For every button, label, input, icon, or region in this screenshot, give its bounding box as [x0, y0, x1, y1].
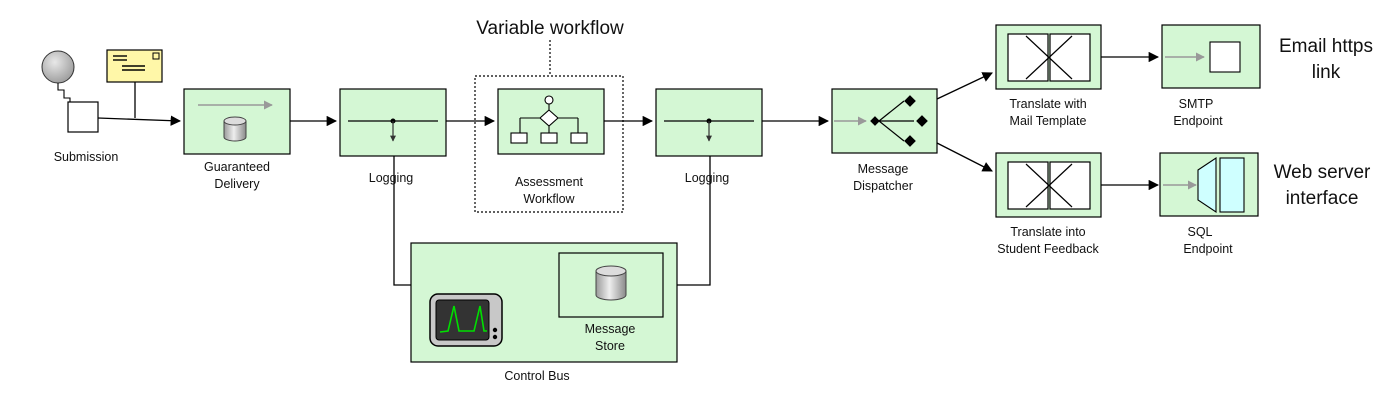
submission-box	[67, 101, 99, 133]
sql-endpoint-node: SQL Endpoint	[1159, 152, 1259, 256]
control-bus-node: Message Store	[410, 242, 678, 363]
diagram-title: Variable workflow	[476, 18, 624, 39]
guaranteed-delivery-label-2: Delivery	[214, 177, 260, 191]
logging-node-1: Logging	[339, 88, 447, 185]
web-server-label-1: Web server	[1274, 162, 1371, 183]
envelope-icon	[106, 49, 163, 83]
message-store-label-2: Store	[595, 339, 625, 353]
email-link-label-1: Email https	[1279, 36, 1373, 57]
message-store-box	[558, 252, 664, 318]
logging-node-2: Logging	[655, 88, 763, 185]
translate-mail-label-2: Mail Template	[1010, 114, 1087, 128]
variable-workflow-frame	[474, 75, 624, 213]
translate-feedback-node: Translate into Student Feedback	[995, 152, 1102, 256]
monitor-icon	[429, 293, 503, 347]
database-icon	[223, 116, 247, 142]
smtp-label-2: Endpoint	[1173, 114, 1223, 128]
workflow-flowchart-icon	[510, 95, 588, 144]
logging-label-1: Logging	[369, 171, 414, 185]
smtp-label-1: SMTP	[1179, 97, 1214, 111]
sql-label-1: SQL	[1187, 225, 1212, 239]
message-dispatcher-node: Message Dispatcher	[831, 88, 938, 193]
logging-label-2: Logging	[685, 171, 730, 185]
submitter-cord	[57, 83, 71, 103]
assessment-label-1: Assessment	[515, 175, 584, 189]
translate-feedback-label-1: Translate into	[1010, 225, 1085, 239]
translator-icon	[1007, 161, 1091, 210]
web-screen-icon	[1197, 156, 1245, 214]
translate-mail-label-1: Translate with	[1009, 97, 1086, 111]
email-link-label-2: link	[1312, 62, 1341, 83]
guaranteed-delivery-label-1: Guaranteed	[204, 160, 270, 174]
web-server-label-2: interface	[1286, 188, 1359, 209]
guaranteed-delivery-node: Guaranteed Delivery	[183, 88, 291, 191]
database-icon	[595, 265, 627, 301]
variable-workflow-group: Assessment Workflow	[474, 75, 624, 213]
submitter-ball-icon	[41, 50, 75, 84]
dispatcher-label-1: Message	[858, 162, 909, 176]
translator-icon	[1007, 33, 1091, 82]
control-bus-label: Control Bus	[504, 369, 569, 383]
endpoint-square-icon	[1209, 41, 1241, 73]
translate-mail-node: Translate with Mail Template	[995, 24, 1102, 128]
sql-label-2: Endpoint	[1183, 242, 1233, 256]
dispatcher-branches-icon	[870, 95, 928, 147]
submission-label: Submission	[54, 150, 119, 164]
submission-node: Submission	[41, 49, 163, 164]
translate-feedback-label-2: Student Feedback	[997, 242, 1099, 256]
dispatcher-label-2: Dispatcher	[853, 179, 913, 193]
smtp-endpoint-node: SMTP Endpoint	[1161, 24, 1261, 128]
assessment-label-2: Workflow	[523, 192, 575, 206]
message-store-label-1: Message	[585, 322, 636, 336]
